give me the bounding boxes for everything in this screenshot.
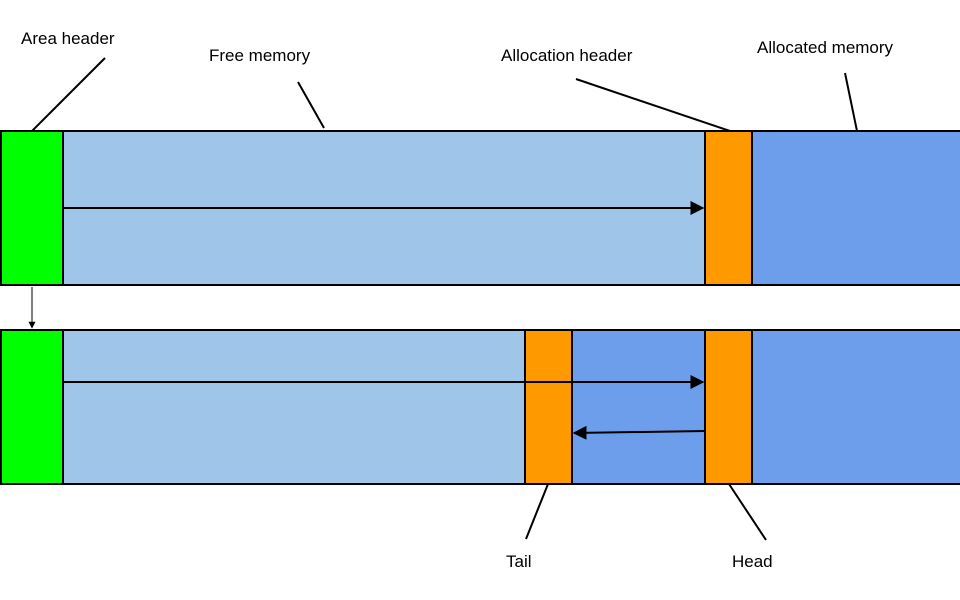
head-leader	[728, 483, 767, 541]
free-memory-label: Free memory	[209, 46, 311, 65]
allocation-header-label: Allocation header	[501, 46, 633, 65]
tail-leader	[525, 483, 549, 540]
area-header-block	[0, 130, 64, 286]
head-to-tail-arrow	[572, 425, 706, 440]
head-label: Head	[732, 552, 773, 571]
head-header-block	[704, 329, 753, 485]
allocation-header-leader	[575, 78, 731, 132]
allocated-memory-label: Allocated memory	[757, 38, 894, 57]
allocated-memory-leader	[844, 72, 858, 132]
area-header-leader	[31, 57, 106, 132]
allocated-memory-block	[751, 130, 960, 286]
tail-header-block	[524, 329, 573, 485]
memory-row-2	[0, 329, 960, 485]
free-memory-block	[62, 329, 526, 485]
allocation-header-block	[704, 130, 753, 286]
area-header-block	[0, 329, 64, 485]
area-header-label: Area header	[21, 29, 115, 48]
allocated-memory-block	[751, 329, 960, 485]
free-memory-leader	[297, 81, 325, 129]
memory-row-1	[0, 130, 960, 286]
allocated-memory-block	[571, 329, 706, 485]
tail-label: Tail	[506, 552, 532, 571]
